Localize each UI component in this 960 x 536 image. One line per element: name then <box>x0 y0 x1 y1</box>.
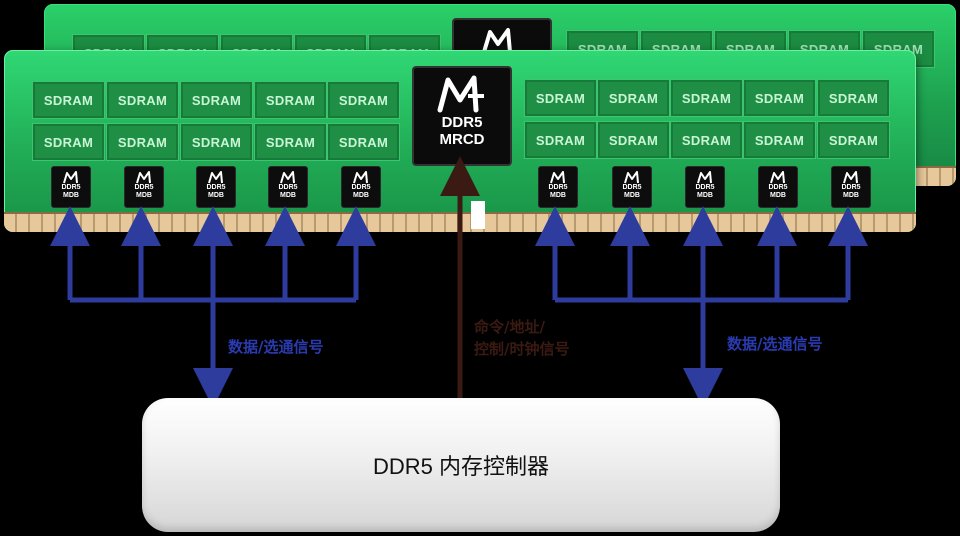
sdram-chip: SDRAM <box>524 79 597 117</box>
mdb-line2: MDB <box>550 192 566 199</box>
m-logo-icon <box>550 171 565 184</box>
mdb-line2: MDB <box>843 192 859 199</box>
dimm-key-notch <box>471 201 485 229</box>
m-logo-icon <box>437 75 484 113</box>
m-logo-icon <box>63 171 78 184</box>
memory-controller: DDR5 内存控制器 <box>142 398 780 532</box>
mdb-line2: MDB <box>353 192 369 199</box>
mdb-line2: MDB <box>63 192 79 199</box>
mdb-line2: MDB <box>697 192 713 199</box>
m-logo-icon <box>624 171 639 184</box>
cmd-addr-label-line1: 命令/地址/ <box>474 318 545 336</box>
mdb-line2: MDB <box>208 192 224 199</box>
mdb-line1: DDR5 <box>134 184 154 191</box>
sdram-chip: SDRAM <box>670 121 743 159</box>
m-logo-icon <box>353 171 368 184</box>
sdram-chip: SDRAM <box>597 79 670 117</box>
sdram-chip: SDRAM <box>32 123 105 161</box>
cmd-addr-label: 命令/地址/ 控制/时钟信号 <box>474 316 569 360</box>
cmd-addr-label-line2: 控制/时钟信号 <box>474 340 570 358</box>
sdram-chip: SDRAM <box>327 123 400 161</box>
m-logo-icon <box>208 171 223 184</box>
sdram-chip: SDRAM <box>670 79 743 117</box>
mrcd-line2: MRCD <box>439 131 485 148</box>
mdb-line1: DDR5 <box>841 184 861 191</box>
sdram-chip: SDRAM <box>817 79 890 117</box>
m-logo-icon <box>482 28 512 53</box>
sdram-chip: SDRAM <box>106 81 179 119</box>
sdram-chip: SDRAM <box>106 123 179 161</box>
right-data-bus <box>535 206 868 408</box>
sdram-chip: SDRAM <box>743 121 816 159</box>
mdb-line2: MDB <box>136 192 152 199</box>
mdb-line1: DDR5 <box>278 184 298 191</box>
sdram-chip: SDRAM <box>32 81 105 119</box>
sdram-chip: SDRAM <box>254 81 327 119</box>
mdb-line2: MDB <box>280 192 296 199</box>
m-logo-icon <box>280 171 295 184</box>
sdram-chip: SDRAM <box>180 81 253 119</box>
mrcd-line1: DDR5 <box>441 114 483 131</box>
m-logo-icon <box>770 171 785 184</box>
mdb-line1: DDR5 <box>61 184 81 191</box>
mdb-line1: DDR5 <box>351 184 371 191</box>
sdram-chip: SDRAM <box>743 79 816 117</box>
mdb-line1: DDR5 <box>768 184 788 191</box>
sdram-chip: SDRAM <box>817 121 890 159</box>
m-logo-icon <box>843 171 858 184</box>
sdram-chip: SDRAM <box>524 121 597 159</box>
mdb-line1: DDR5 <box>206 184 226 191</box>
mdb-line2: MDB <box>624 192 640 199</box>
sdram-chip: SDRAM <box>597 121 670 159</box>
sdram-chip: SDRAM <box>254 123 327 161</box>
mdb-line1: DDR5 <box>695 184 715 191</box>
mdb-line1: DDR5 <box>622 184 642 191</box>
m-logo-icon <box>136 171 151 184</box>
data-strobe-label-right: 数据/选通信号 <box>727 335 823 353</box>
memory-controller-label: DDR5 内存控制器 <box>372 454 549 479</box>
left-data-bus <box>50 206 376 408</box>
data-strobe-label-left: 数据/选通信号 <box>228 338 324 356</box>
sdram-chip: SDRAM <box>327 81 400 119</box>
mdb-line2: MDB <box>770 192 786 199</box>
mdb-line1: DDR5 <box>548 184 568 191</box>
sdram-chip: SDRAM <box>180 123 253 161</box>
m-logo-icon <box>697 171 712 184</box>
